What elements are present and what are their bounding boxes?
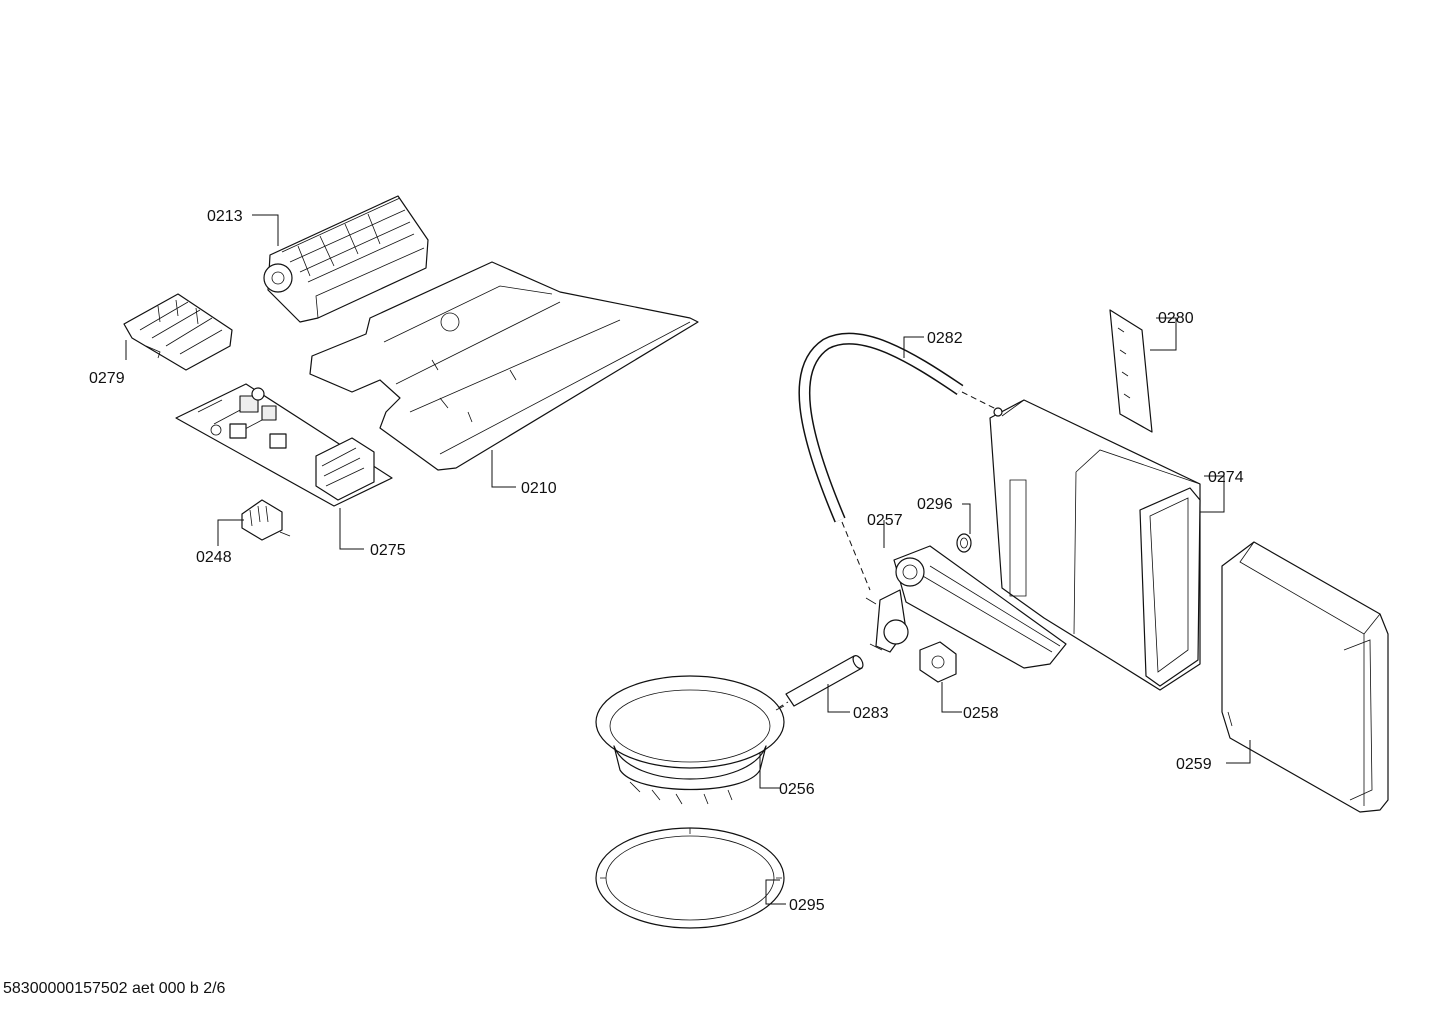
part-labels: 0213 0279 0210 0275 0248 0282 0280 0274 …: [89, 208, 1244, 914]
part-0213-tangential-fan: [263, 195, 429, 323]
label-0296: 0296: [917, 496, 953, 513]
label-0259: 0259: [1176, 756, 1212, 773]
part-0210-air-duct: [309, 261, 699, 471]
part-0257-pump-assembly: [865, 545, 1067, 669]
label-0282: 0282: [927, 330, 963, 347]
label-0213: 0213: [207, 208, 243, 225]
part-0274-tank-housing: [989, 399, 1201, 691]
part-0256-bowl: [595, 675, 785, 805]
part-0282-hose: [798, 332, 999, 591]
label-0210: 0210: [521, 480, 557, 497]
label-0275: 0275: [370, 542, 406, 559]
part-0296-seal-ring: [956, 533, 972, 553]
part-0259-cover-panel: [1221, 541, 1389, 813]
part-0279-terminal-holder: [123, 293, 233, 371]
part-0283-tube: [777, 655, 864, 709]
drawing-footer-reference: 58300000157502 aet 000 b 2/6: [3, 980, 226, 997]
part-0295-gasket-ring: [595, 827, 785, 929]
part-0258-valve: [919, 641, 957, 683]
label-0248: 0248: [196, 549, 232, 566]
leader-lines: [125, 214, 1251, 905]
label-0279: 0279: [89, 370, 125, 387]
label-0295: 0295: [789, 897, 825, 914]
part-0248-connector: [241, 499, 291, 541]
part-0275-circuit-board: [175, 383, 393, 507]
part-0280-label-plate: [1109, 309, 1153, 433]
label-0257: 0257: [867, 512, 903, 529]
label-0258: 0258: [963, 705, 999, 722]
label-0256: 0256: [779, 781, 815, 798]
label-0283: 0283: [853, 705, 889, 722]
label-0274: 0274: [1208, 469, 1244, 486]
label-0280: 0280: [1158, 310, 1194, 327]
